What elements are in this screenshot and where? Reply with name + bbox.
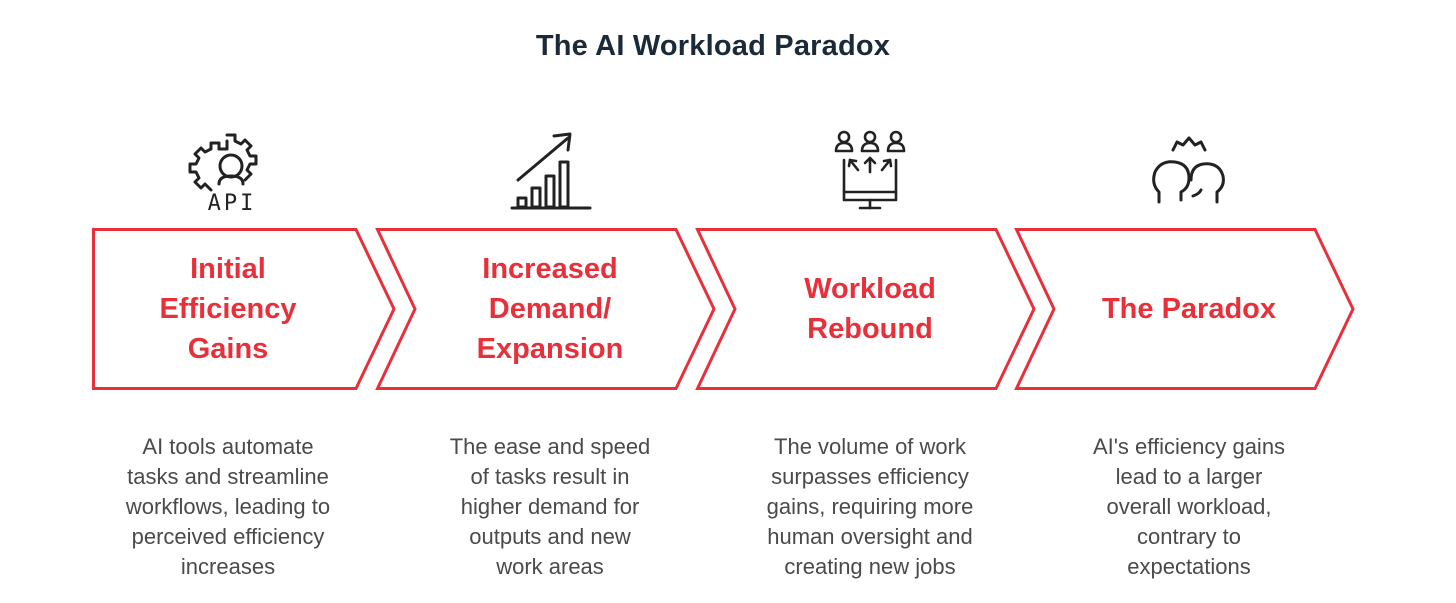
step-increased-demand-expansion: Increased Demand/ Expansion The ease and… — [375, 0, 716, 603]
desc-line: work areas — [496, 554, 604, 579]
label-line: Efficiency — [159, 293, 297, 325]
label-line: Gains — [187, 333, 269, 365]
two-heads-icon — [1145, 128, 1235, 212]
chevron-shape — [375, 228, 716, 390]
desc-line: AI tools automate — [142, 434, 314, 459]
desc-line: overall workload, — [1106, 494, 1272, 519]
chevron-shape — [1014, 228, 1355, 390]
desc-line: increases — [180, 554, 276, 579]
desc-line: contrary to — [1137, 524, 1241, 549]
chevron-shape — [695, 228, 1036, 390]
desc-line: AI's efficiency gains — [1092, 434, 1286, 459]
step-label: The Paradox — [1055, 228, 1323, 390]
desc-line: The volume of work — [774, 434, 966, 459]
desc-line: workflows, leading to — [125, 494, 331, 519]
diagram-title: The AI Workload Paradox — [535, 30, 891, 62]
step-the-paradox: The Paradox AI's efficiency gains lead t… — [1014, 0, 1355, 603]
label-line: Rebound — [807, 313, 933, 345]
svg-text:API: API — [208, 191, 257, 216]
desc-line: higher demand for — [460, 494, 640, 519]
step-description: The volume of work surpasses efficiency … — [736, 432, 1004, 582]
step-label: Initial Efficiency Gains — [92, 228, 364, 390]
desc-line: outputs and new — [469, 524, 631, 549]
desc-line: gains, requiring more — [766, 494, 974, 519]
step-label: Workload Rebound — [736, 228, 1004, 390]
step-workload-rebound: Workload Rebound The volume of work surp… — [695, 0, 1036, 603]
desc-line: perceived efficiency — [131, 524, 325, 549]
desc-line: tasks and streamline — [127, 464, 329, 489]
step-description: The ease and speed of tasks result in hi… — [416, 432, 684, 582]
step-initial-efficiency-gains: API Initial Efficiency Gains AI tools au… — [92, 0, 432, 603]
people-monitor-icon — [826, 128, 916, 212]
desc-line: surpasses efficiency — [771, 464, 969, 489]
step-label: Increased Demand/ Expansion — [416, 228, 684, 390]
desc-line: The ease and speed — [449, 434, 651, 459]
label-line: Demand/ — [488, 293, 612, 325]
label-line: The Paradox — [1101, 293, 1277, 325]
desc-line: human oversight and — [767, 524, 973, 549]
label-line: Workload — [804, 273, 936, 305]
desc-line: lead to a larger — [1115, 464, 1263, 489]
desc-line: expectations — [1127, 554, 1251, 579]
chevron-shape — [92, 228, 432, 390]
label-line: Increased — [482, 253, 618, 285]
label-line: Expansion — [476, 333, 624, 365]
label-line: Initial — [190, 253, 266, 285]
step-description: AI's efficiency gains lead to a larger o… — [1055, 432, 1323, 582]
step-description: AI tools automate tasks and streamline w… — [92, 432, 364, 582]
desc-line: of tasks result in — [470, 464, 630, 489]
desc-line: creating new jobs — [784, 554, 956, 579]
growth-chart-icon — [506, 128, 596, 212]
gear-api-icon: API — [187, 128, 277, 216]
